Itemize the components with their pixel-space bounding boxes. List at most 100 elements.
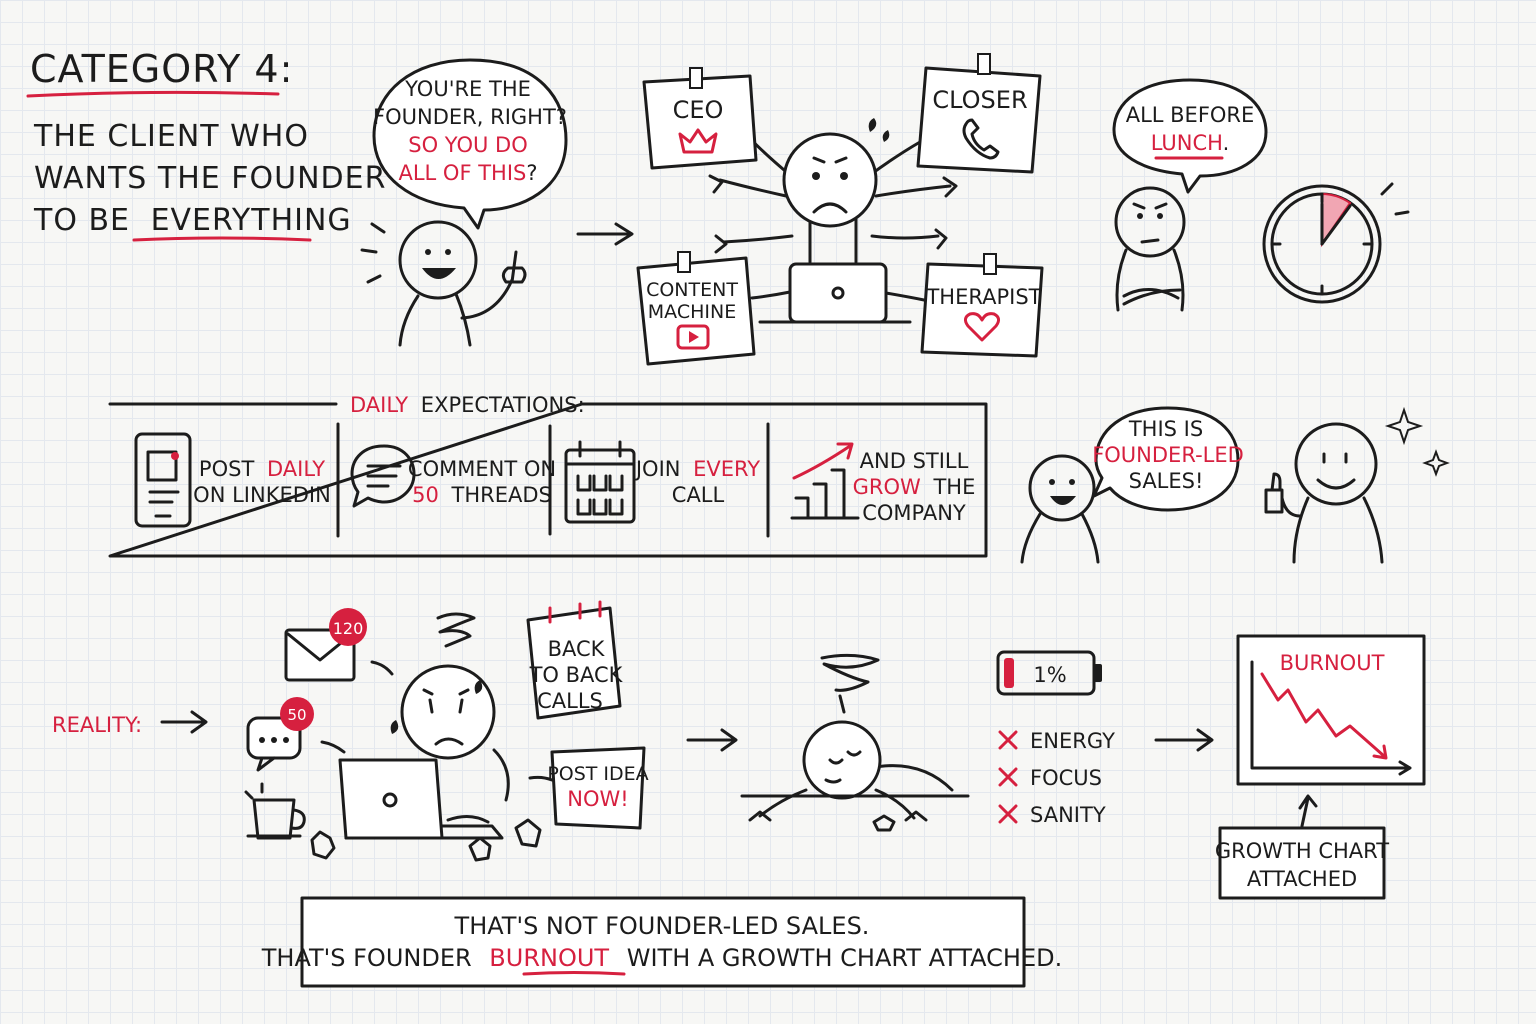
client4-head xyxy=(1294,422,1378,506)
note-pointer-line xyxy=(528,775,554,782)
declining-line xyxy=(1260,672,1388,760)
growth-arrow-icon xyxy=(792,442,854,480)
category-underline xyxy=(26,90,280,98)
client-arm xyxy=(460,278,514,320)
card-paper xyxy=(642,74,758,170)
item2-line2: 50 THREADS xyxy=(412,483,552,507)
client2-eye-left xyxy=(1137,213,1143,219)
tape-clip-icon xyxy=(677,251,691,273)
calendar-line2: TO BACK xyxy=(529,663,624,687)
note-line1: POST IDEA xyxy=(547,763,648,785)
loss-list: ENERGY FOCUS SANITY xyxy=(998,729,1115,827)
client4-face xyxy=(1316,452,1356,490)
burnout-title: BURNOUT xyxy=(1280,651,1385,675)
typing-dot-2 xyxy=(271,737,277,743)
role-content-label-1: CONTENT xyxy=(646,279,738,301)
loss-x-icon-1 xyxy=(998,730,1018,750)
clock-ticks xyxy=(1270,192,1374,296)
item3-word-every: EVERY xyxy=(693,457,760,481)
thumbs-up-icon xyxy=(1264,472,1284,514)
speech-bubble xyxy=(372,58,568,230)
role-card-closer: CLOSER xyxy=(916,53,1042,174)
bubble-line-3: SO YOU DO xyxy=(408,133,528,157)
speech-bubble xyxy=(1092,406,1240,512)
item3-line1: JOIN EVERY xyxy=(634,457,760,481)
tape-clip-icon xyxy=(977,53,991,75)
bubble-line-4-text: ALL OF THIS xyxy=(398,161,526,185)
conclusion-underline xyxy=(522,971,626,976)
coffee-mug-icon xyxy=(246,798,306,840)
conclusion-line2-b: WITH A GROWTH CHART ATTACHED. xyxy=(627,944,1063,972)
smartphone-icon xyxy=(134,432,192,528)
founder-led-scene: THIS IS FOUNDER-LED SALES! xyxy=(1020,406,1450,564)
calendar-card xyxy=(526,606,622,720)
panel-dividers xyxy=(336,422,770,538)
exhausted-face xyxy=(824,750,862,784)
item2-line1: COMMENT ON xyxy=(408,457,556,481)
role-content-label-2: MACHINE xyxy=(648,301,736,323)
dizzy-scribble-icon xyxy=(820,653,880,714)
founder-eye-left xyxy=(812,172,820,180)
crown-icon xyxy=(678,128,718,154)
client2-crossed-arms xyxy=(1122,288,1182,306)
arrow-1-icon xyxy=(576,222,634,246)
tape-clip-icon xyxy=(689,67,703,89)
founder-head xyxy=(782,132,878,228)
loss-focus: FOCUS xyxy=(1030,766,1102,790)
stressed-founder-head xyxy=(400,664,496,760)
clock-hands xyxy=(1320,202,1352,246)
role-ceo-label: CEO xyxy=(673,96,724,124)
client2-eye-right xyxy=(1157,213,1163,219)
role-card-ceo: CEO xyxy=(642,67,758,170)
phone-icon xyxy=(962,118,1000,160)
stressed-face xyxy=(422,688,470,746)
bubble-line-4-end: ? xyxy=(526,161,537,185)
lunch-bubble: ALL BEFORE LUNCH. xyxy=(1112,78,1268,194)
slumped-back xyxy=(868,764,954,792)
client-head xyxy=(398,220,478,300)
battery-label: 1% xyxy=(1033,663,1066,687)
item1-line1: POST DAILY xyxy=(199,457,325,481)
sweat-drops-icon xyxy=(868,118,890,142)
founder-eye-right xyxy=(840,172,848,180)
loss-energy: ENERGY xyxy=(1030,729,1115,753)
client2-head xyxy=(1114,186,1186,258)
conclusion-box: THAT'S NOT FOUNDER-LED SALES. THAT'S FOU… xyxy=(261,896,1063,988)
item1-word-post: POST xyxy=(199,457,255,481)
client3-eye-right xyxy=(1069,479,1075,485)
arm-wave-right xyxy=(874,184,952,198)
arm-wave-left xyxy=(718,178,788,198)
profile-photo-icon xyxy=(146,450,178,482)
header: CATEGORY 4: THE CLIENT WHO WANTS THE FOU… xyxy=(26,47,385,242)
chat-badge xyxy=(280,697,314,731)
clock-icon xyxy=(1262,182,1410,304)
conclusion-line1: THAT'S NOT FOUNDER-LED SALES. xyxy=(454,912,870,940)
lunch-word: LUNCH xyxy=(1151,131,1223,155)
subtitle-line-3-prefix: TO BE xyxy=(33,203,130,238)
emphasis-underline xyxy=(132,236,312,242)
item4-line3: COMPANY xyxy=(862,501,966,525)
panel-label-emph: DAILY xyxy=(350,393,408,417)
arm-content xyxy=(750,290,792,300)
expectation-comment: COMMENT ON 50 THREADS xyxy=(350,444,556,508)
client2-body xyxy=(1115,248,1185,312)
panel-border xyxy=(108,402,988,558)
typing-dot-1 xyxy=(259,737,265,743)
sticky-note xyxy=(550,746,646,830)
laptop-logo-icon xyxy=(382,792,398,808)
panel-label: DAILY EXPECTATIONS: xyxy=(350,393,585,417)
overwhelmed-founder: 120 50 BACK TO BACK CALLS POST IDEA NOW! xyxy=(244,600,649,862)
client3-body xyxy=(1020,512,1100,564)
client-excitement-marks xyxy=(360,222,386,284)
item2-number: 50 xyxy=(412,483,439,507)
sparkle-icon xyxy=(1384,406,1450,477)
heart-icon xyxy=(963,312,1001,342)
client4-body xyxy=(1292,496,1384,564)
bubble-line-4: ALL OF THIS? xyxy=(398,161,537,185)
subtitle-line-1: THE CLIENT WHO xyxy=(33,119,309,154)
role-therapist-label: THERAPIST xyxy=(925,285,1041,309)
caption-line2: ATTACHED xyxy=(1247,867,1357,891)
founder-led-line3: SALES! xyxy=(1129,469,1204,493)
battery-indicator: 1% xyxy=(996,650,1102,696)
caption-line1: GROWTH CHART xyxy=(1215,839,1389,863)
